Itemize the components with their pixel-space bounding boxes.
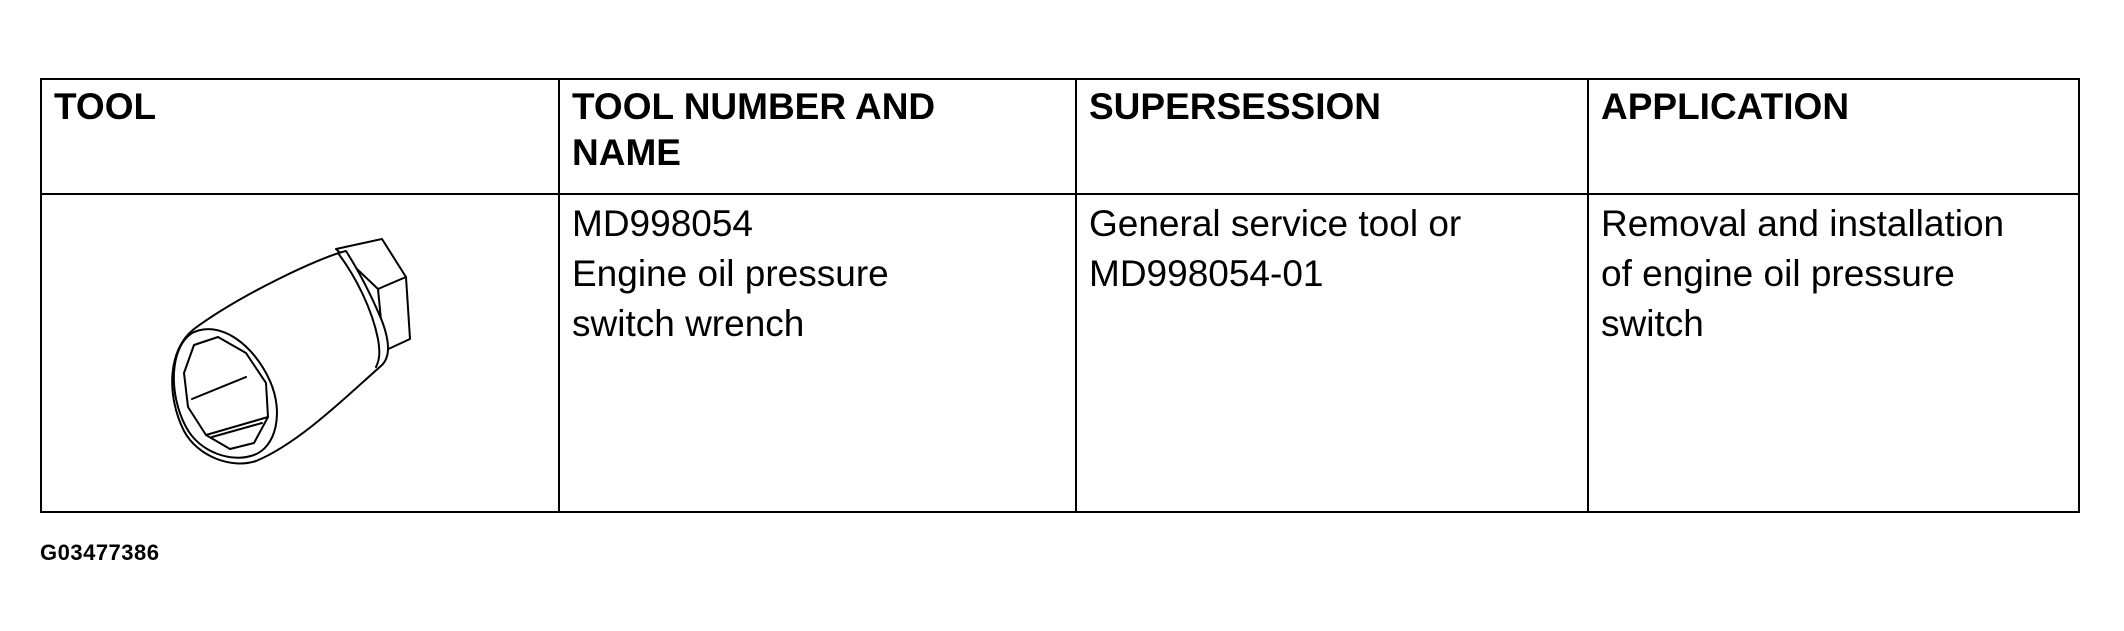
header-supersession: SUPERSESSION — [1075, 78, 1589, 195]
header-tool-number-line-2: NAME — [572, 132, 681, 173]
cell-tool — [40, 193, 560, 513]
application-line-1: Removal and installation — [1601, 203, 2005, 244]
supersession-line-1: General service tool or — [1089, 203, 1462, 244]
supersession-line-2: MD998054-01 — [1089, 253, 1324, 294]
cell-supersession: General service tool or MD998054-01 — [1075, 193, 1589, 513]
header-tool-number-and-name: TOOL NUMBER AND NAME — [558, 78, 1077, 195]
cell-application: Removal and installation of engine oil p… — [1587, 193, 2080, 513]
table-row: MD998054 Engine oil pressure switch wren… — [40, 193, 2080, 513]
header-tool: TOOL — [40, 78, 560, 195]
figure-id: G03477386 — [40, 540, 160, 565]
application-line-2: of engine oil pressure — [1601, 253, 1955, 294]
header-tool-number-line-1: TOOL NUMBER AND — [572, 86, 936, 127]
oil-pressure-switch-wrench-icon — [171, 238, 411, 465]
tool-table: TOOL TOOL NUMBER AND NAME SUPERSESSION A… — [40, 78, 2080, 513]
tool-name-line-1: Engine oil pressure — [572, 253, 889, 294]
application-line-3: switch — [1601, 303, 1704, 344]
tool-name-line-2: switch wrench — [572, 303, 805, 344]
cell-tool-number-and-name: MD998054 Engine oil pressure switch wren… — [558, 193, 1077, 513]
table-header-row: TOOL TOOL NUMBER AND NAME SUPERSESSION A… — [40, 78, 2080, 195]
tool-number: MD998054 — [572, 203, 754, 244]
header-application: APPLICATION — [1587, 78, 2080, 195]
